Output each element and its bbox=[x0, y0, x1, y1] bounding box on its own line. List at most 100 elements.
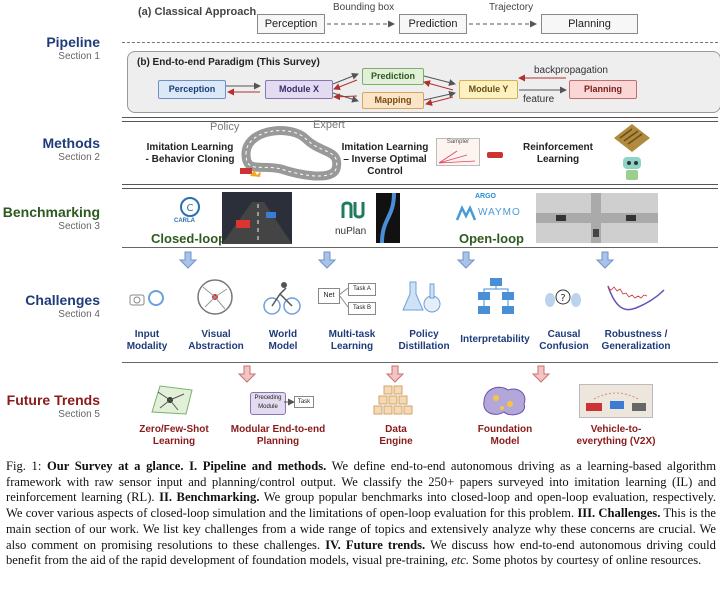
caption-text-1: We define end-to-end autonomous driving … bbox=[6, 459, 716, 505]
e2e-arrows bbox=[226, 72, 567, 106]
svg-text:?: ? bbox=[560, 293, 565, 304]
e2e-perception-box: Perception bbox=[158, 80, 226, 99]
carla-logo-icon: C bbox=[180, 197, 200, 217]
task-box: Task bbox=[294, 396, 314, 408]
separator-challenges bbox=[122, 247, 718, 248]
nuplan-logo-icon bbox=[341, 201, 365, 219]
e2e-planning-box: Planning bbox=[569, 80, 637, 99]
sampler-plot: Sampler bbox=[436, 138, 480, 166]
future-v2x: Vehicle-to- everything (V2X) bbox=[576, 424, 656, 447]
robustness-icon bbox=[607, 285, 665, 311]
caption-bold-3: III. Challenges. bbox=[577, 506, 661, 521]
maze-icon bbox=[614, 124, 650, 152]
closed-loop-label: Closed-loop bbox=[151, 231, 227, 246]
policy-distillation-icon bbox=[402, 281, 441, 313]
caption-bold-2: II. Benchmarking. bbox=[159, 490, 260, 505]
zero-shot-icon bbox=[151, 385, 193, 415]
challenges-title: Challenges bbox=[25, 292, 100, 308]
e2e-mapping-box: Mapping bbox=[362, 92, 424, 109]
feature-label: feature bbox=[523, 94, 555, 105]
challenge-robustness: Robustness / Generalization bbox=[601, 329, 671, 352]
v2x-image bbox=[579, 384, 653, 418]
future-modular-planning: Modular End-to-end Planning bbox=[230, 424, 326, 447]
policy-label: Policy bbox=[210, 121, 240, 133]
future-foundation-model: Foundation Model bbox=[477, 424, 533, 447]
challenge-arrows bbox=[178, 251, 615, 269]
challenge-multi-task: Multi-task Learning bbox=[328, 329, 376, 352]
pipeline-title: Pipeline bbox=[46, 34, 100, 50]
module-task-arrow bbox=[284, 398, 295, 406]
classical-planning-box: Planning bbox=[541, 14, 638, 34]
robot-icon bbox=[623, 157, 641, 180]
caption-text-5: Some photos by courtesy of online resour… bbox=[469, 553, 702, 568]
method-il-ioc-label: Imitation Learning – Inverse Optimal Con… bbox=[341, 142, 429, 177]
benchmarking-title: Benchmarking bbox=[2, 204, 100, 220]
future-title: Future Trends bbox=[6, 392, 100, 408]
carla-screenshot bbox=[222, 192, 292, 244]
task-a-box: Task A bbox=[348, 283, 376, 296]
challenges-subtitle: Section 4 bbox=[58, 309, 100, 320]
world-model-icon bbox=[263, 282, 301, 315]
challenge-policy-distillation: Policy Distillation bbox=[398, 329, 450, 352]
classical-separator bbox=[122, 42, 718, 43]
caption-etc: etc. bbox=[451, 553, 470, 568]
e2e-module-y-box: Module Y bbox=[459, 80, 518, 99]
pipeline-subtitle: Section 1 bbox=[58, 51, 100, 62]
waymo-logo-icon bbox=[455, 204, 477, 221]
net-box: Net bbox=[318, 288, 340, 304]
caption-text-3: This is the main section of our work. We… bbox=[6, 506, 716, 552]
challenge-visual-abstraction: Visual Abstraction bbox=[188, 329, 244, 352]
caption-bold-4: IV. Future trends. bbox=[325, 537, 426, 552]
data-engine-icon bbox=[373, 385, 413, 415]
future-arrows bbox=[237, 365, 551, 383]
nuplan-label: nuPlan bbox=[335, 226, 367, 237]
caption-text-4: We discuss how end-to-end autonomous dri… bbox=[6, 537, 716, 568]
e2e-module-x-box: Module X bbox=[265, 80, 333, 99]
challenge-world-model: World Model bbox=[268, 329, 298, 352]
foundation-model-icon bbox=[483, 386, 526, 416]
future-zero-shot: Zero/Few-Shot Learning bbox=[139, 424, 209, 447]
separator-future bbox=[122, 362, 718, 363]
classical-prediction-box: Prediction bbox=[399, 14, 467, 34]
challenge-interpretability: Interpretability bbox=[460, 334, 530, 345]
visual-abstraction-icon bbox=[197, 279, 233, 315]
bounding-box-label: Bounding box bbox=[333, 2, 395, 13]
method-rl-label: Reinforcement Learning bbox=[522, 142, 593, 165]
future-subtitle: Section 5 bbox=[58, 409, 100, 420]
caption-bold-1: Our Survey at a glance. I. Pipeline and … bbox=[46, 459, 327, 473]
challenge-causal-confusion: Causal Confusion bbox=[539, 329, 589, 352]
challenge-input-modality: Input Modality bbox=[126, 329, 168, 352]
car-icon bbox=[487, 152, 503, 158]
caption-fig-label: Fig. 1: bbox=[6, 459, 42, 473]
trajectory-label: Trajectory bbox=[489, 2, 534, 13]
interpretability-icon bbox=[478, 278, 514, 314]
task-b-box: Task B bbox=[348, 302, 376, 315]
separator-bench bbox=[122, 184, 718, 189]
method-il-bc-label: Imitation Learning - Behavior Cloning bbox=[145, 142, 235, 165]
carla-label: CARLA bbox=[174, 218, 195, 224]
track-icon bbox=[240, 126, 342, 181]
e2e-label: (b) End-to-end Paradigm (This Survey) bbox=[137, 57, 320, 68]
caption-text-2: We group popular benchmarks into closed-… bbox=[6, 490, 716, 521]
input-modality-icon bbox=[129, 290, 164, 306]
expert-label: Expert bbox=[313, 119, 345, 131]
causal-confusion-icon: ? bbox=[545, 289, 581, 307]
classical-label: (a) Classical Approach bbox=[138, 6, 257, 18]
argo-label: ARGO bbox=[475, 193, 496, 200]
waymo-label: WAYMO bbox=[478, 207, 521, 218]
benchmarking-subtitle: Section 3 bbox=[58, 221, 100, 232]
methods-title: Methods bbox=[42, 135, 100, 151]
sampler-label: Sampler bbox=[446, 139, 470, 145]
net-branch-lines bbox=[338, 287, 349, 308]
separator-methods bbox=[122, 117, 718, 122]
svg-text:C: C bbox=[187, 203, 194, 214]
future-data-engine: Data Engine bbox=[379, 424, 413, 447]
e2e-prediction-box: Prediction bbox=[362, 68, 424, 85]
nuplan-screenshot bbox=[376, 192, 400, 244]
backprop-label: backpropagation bbox=[534, 65, 608, 76]
open-loop-label: Open-loop bbox=[459, 231, 524, 246]
classical-perception-box: Perception bbox=[257, 14, 325, 34]
waymo-screenshot bbox=[536, 193, 658, 243]
figure-caption: Fig. 1: Our Survey at a glance. I. Pipel… bbox=[6, 459, 716, 569]
preceding-module-box: Preceding Module bbox=[250, 392, 286, 415]
